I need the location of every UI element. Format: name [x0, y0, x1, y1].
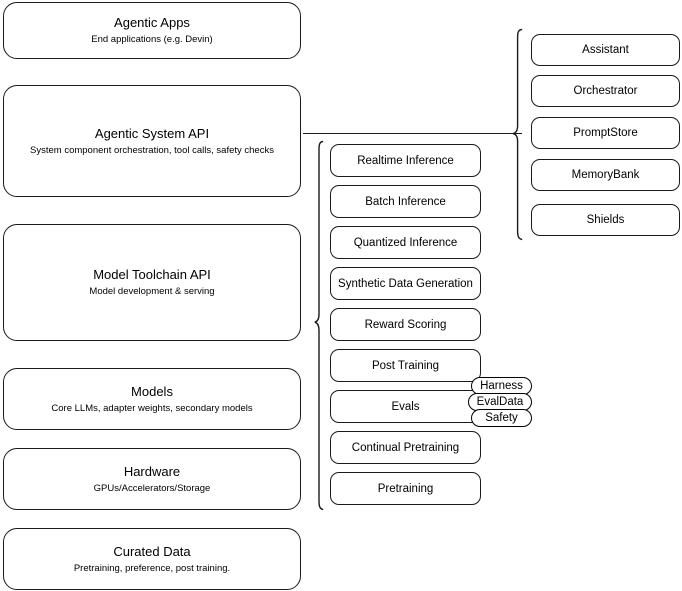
capability-box-continual-pretraining[interactable]: Continual Pretraining — [330, 431, 481, 464]
capability-box-realtime-inference[interactable]: Realtime Inference — [330, 144, 481, 177]
layer-title: Hardware — [123, 463, 181, 479]
capability-box-synthetic-data-generation[interactable]: Synthetic Data Generation — [330, 267, 481, 300]
layer-card-agentic-apps[interactable]: Agentic Apps End applications (e.g. Devi… — [3, 2, 301, 59]
layer-subtitle: Pretraining, preference, post training. — [73, 562, 231, 574]
connector-line-system-api-to-components — [303, 133, 522, 134]
brace-system-components — [512, 28, 523, 241]
system-component-box-promptstore[interactable]: PromptStore — [531, 117, 680, 149]
layer-title: Agentic System API — [94, 125, 210, 141]
capability-box-batch-inference[interactable]: Batch Inference — [330, 185, 481, 218]
layer-card-curated-data[interactable]: Curated Data Pretraining, preference, po… — [3, 528, 301, 590]
system-component-box-assistant[interactable]: Assistant — [531, 34, 680, 66]
layer-subtitle: Model development & serving — [89, 286, 215, 297]
layer-subtitle: GPUs/Accelerators/Storage — [93, 482, 211, 494]
layer-title: Agentic Apps — [114, 15, 190, 30]
brace-toolchain-capabilities — [314, 140, 324, 511]
layer-card-models[interactable]: Models Core LLMs, adapter weights, secon… — [3, 368, 301, 430]
capability-box-quantized-inference[interactable]: Quantized Inference — [330, 226, 481, 259]
layer-card-hardware[interactable]: Hardware GPUs/Accelerators/Storage — [3, 448, 301, 510]
capability-box-evals[interactable]: Evals — [330, 390, 481, 423]
layer-title: Model Toolchain API — [93, 267, 211, 282]
system-component-box-memorybank[interactable]: MemoryBank — [531, 159, 680, 191]
capability-box-reward-scoring[interactable]: Reward Scoring — [330, 308, 481, 341]
eval-badge-evaldata[interactable]: EvalData — [468, 393, 532, 411]
layer-title: Models — [131, 383, 173, 399]
layer-card-model-toolchain-api[interactable]: Model Toolchain API Model development & … — [3, 224, 301, 341]
layer-title: Curated Data — [113, 543, 191, 559]
eval-badge-safety[interactable]: Safety — [471, 409, 532, 427]
layer-subtitle: End applications (e.g. Devin) — [91, 34, 213, 45]
capability-box-post-training[interactable]: Post Training — [330, 349, 481, 382]
layer-subtitle: System component orchestration, tool cal… — [30, 144, 274, 156]
layer-subtitle: Core LLMs, adapter weights, secondary mo… — [51, 402, 253, 414]
layer-card-agentic-system-api[interactable]: Agentic System API System component orch… — [3, 85, 301, 197]
system-component-box-shields[interactable]: Shields — [531, 204, 680, 236]
system-component-box-orchestrator[interactable]: Orchestrator — [531, 75, 680, 107]
capability-box-pretraining[interactable]: Pretraining — [330, 472, 481, 505]
